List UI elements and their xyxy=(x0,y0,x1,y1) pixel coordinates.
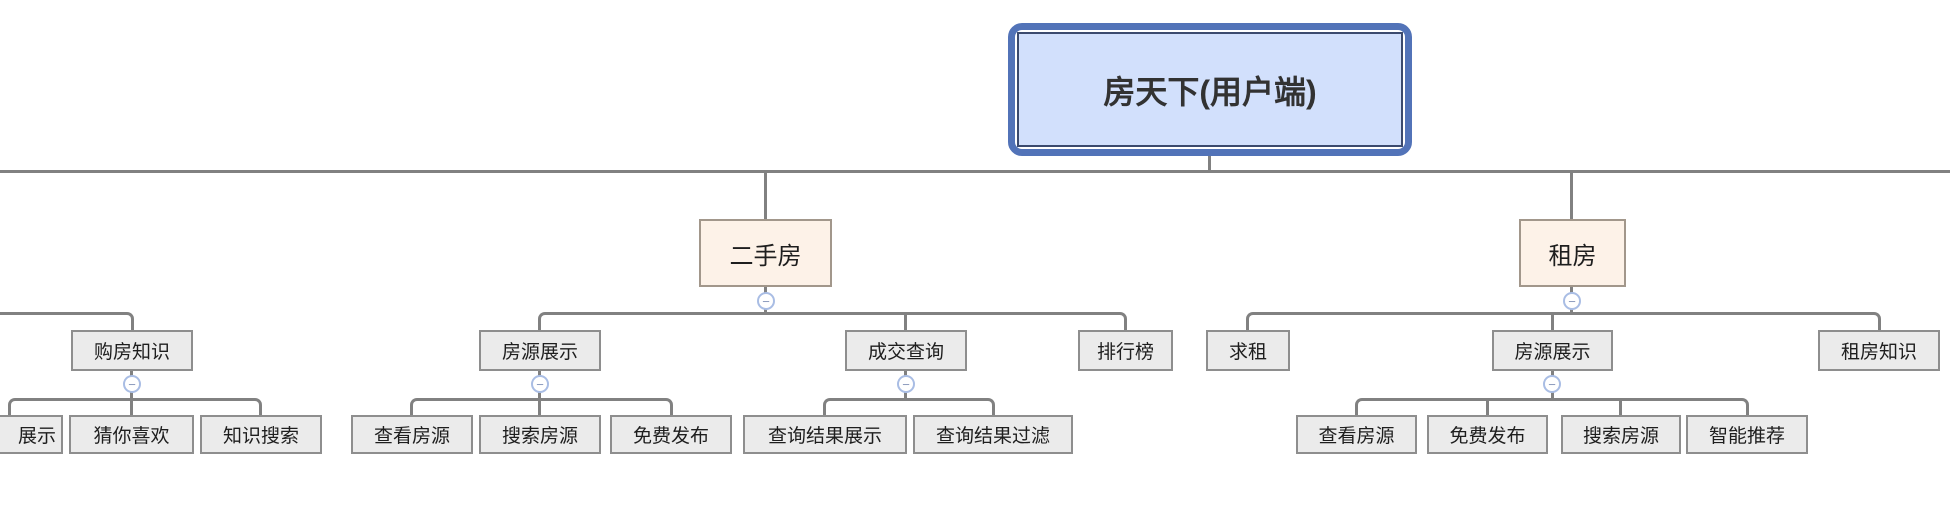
node-free-publish-sh[interactable]: 免费发布 xyxy=(610,415,732,454)
node-rent-knowledge[interactable]: 租房知识 xyxy=(1818,330,1940,371)
connector-drop-second-hand xyxy=(764,173,767,219)
minus-icon: − xyxy=(1548,376,1556,392)
node-root[interactable]: 房天下(用户端) xyxy=(1008,23,1412,156)
connector-drop-rent xyxy=(1570,173,1573,219)
node-query-result-display[interactable]: 查询结果展示 xyxy=(743,415,907,454)
connector-drop-listing-rent xyxy=(1551,315,1554,330)
connector-root-rail xyxy=(0,170,1950,173)
minus-icon: − xyxy=(902,376,910,392)
minus-icon: − xyxy=(1568,293,1576,309)
node-second-hand[interactable]: 二手房 xyxy=(699,219,832,287)
node-display-clipped[interactable]: 展示 xyxy=(0,415,63,454)
collapse-icon-purchase-knowledge[interactable]: − xyxy=(123,375,141,393)
collapse-icon-rent[interactable]: − xyxy=(1563,292,1581,310)
connector-listing-rent-drop-2 xyxy=(1619,401,1622,415)
collapse-icon-second-hand[interactable]: − xyxy=(757,292,775,310)
connector-drop-deal-query xyxy=(904,315,907,330)
node-search-listings-sh[interactable]: 搜索房源 xyxy=(479,415,601,454)
connector-second-hand-rail xyxy=(538,312,1127,330)
node-free-publish-rent[interactable]: 免费发布 xyxy=(1427,415,1548,454)
collapse-icon-listing-display-rent[interactable]: − xyxy=(1543,375,1561,393)
node-knowledge-search[interactable]: 知识搜索 xyxy=(200,415,322,454)
collapse-icon-deal-query[interactable]: − xyxy=(897,375,915,393)
minus-icon: − xyxy=(128,376,136,392)
connector-root-stub xyxy=(1208,156,1211,170)
connector-deal-query-rail xyxy=(823,398,995,415)
node-query-result-filter[interactable]: 查询结果过滤 xyxy=(913,415,1073,454)
node-listing-display-sh[interactable]: 房源展示 xyxy=(479,330,601,371)
connector-knowledge-mid-drop xyxy=(130,401,133,415)
connector-knowledge-rail xyxy=(8,398,262,415)
node-guess-you-like[interactable]: 猜你喜欢 xyxy=(69,415,194,454)
connector-clipped-parent-elbow xyxy=(0,312,134,330)
connector-listing-sh-rail xyxy=(410,398,673,415)
connector-listing-rent-drop-1 xyxy=(1486,401,1489,415)
connector-listing-rent-rail xyxy=(1355,398,1749,415)
node-listing-display-rent[interactable]: 房源展示 xyxy=(1492,330,1613,371)
node-view-listings-sh[interactable]: 查看房源 xyxy=(351,415,473,454)
node-view-listings-rent[interactable]: 查看房源 xyxy=(1296,415,1417,454)
node-purchase-knowledge[interactable]: 购房知识 xyxy=(71,330,193,371)
node-seek-rent[interactable]: 求租 xyxy=(1206,330,1290,371)
node-search-listings-rent[interactable]: 搜索房源 xyxy=(1561,415,1681,454)
node-rent[interactable]: 租房 xyxy=(1519,219,1626,287)
connector-listing-sh-mid-drop xyxy=(538,401,541,415)
node-deal-query[interactable]: 成交查询 xyxy=(845,330,967,371)
minus-icon: − xyxy=(762,293,770,309)
connector-rent-rail xyxy=(1246,312,1881,330)
node-ranking[interactable]: 排行榜 xyxy=(1078,330,1173,371)
node-smart-recommend[interactable]: 智能推荐 xyxy=(1686,415,1808,454)
collapse-icon-listing-display-sh[interactable]: − xyxy=(531,375,549,393)
minus-icon: − xyxy=(536,376,544,392)
node-root-label: 房天下(用户端) xyxy=(1017,32,1403,147)
